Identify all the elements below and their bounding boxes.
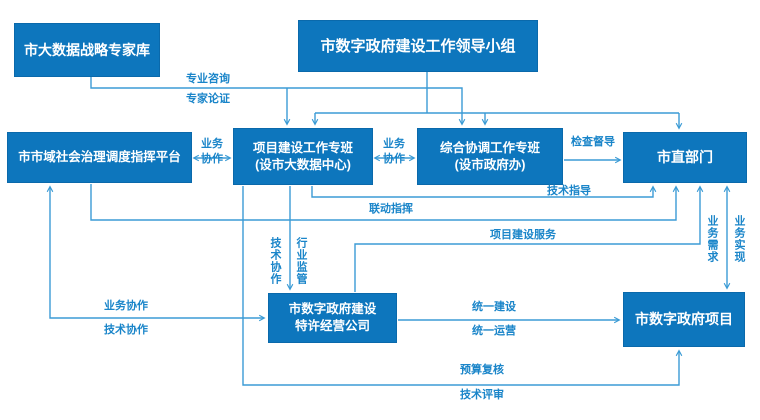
edge-label-budget-review: 预算复核: [460, 364, 504, 376]
node-project-team: 项目建设工作专班 (设市大数据中心): [233, 128, 373, 185]
edge-label-technical-evaluation: 技术评审: [460, 389, 504, 401]
edge-label-inspection-supervision: 检查督导: [571, 136, 615, 148]
node-coordination-team: 综合协调工作专班 (设市政府办): [417, 128, 563, 185]
edge-label-business-realization: 业务实现: [733, 215, 745, 263]
node-expert-pool: 市大数据战略专家库: [14, 23, 160, 77]
connector-paths: [46, 72, 731, 386]
node-governance-platform: 市市域社会治理调度指挥平台: [7, 132, 192, 183]
edge-label-linkage-command: 联动指挥: [369, 203, 413, 215]
edge-label-technical-coop-vertical: 技术协作: [269, 237, 281, 285]
edge-label-business-coop-bottom: 业务协作: [104, 300, 148, 312]
edge-label-expert-review: 专家论证: [186, 93, 230, 105]
edge-label-biz-coop-right: 业务 协作: [383, 138, 405, 165]
edge-label-industry-regulation: 行业监管: [295, 237, 307, 285]
edge-label-technical-guidance: 技术指导: [547, 185, 591, 197]
edge-label-business-demand: 业务需求: [706, 215, 718, 263]
node-gov-projects: 市数字政府项目: [623, 292, 745, 347]
edge-label-biz-coop-left: 业务 协作: [201, 138, 223, 165]
node-leading-group: 市数字政府建设工作领导小组: [298, 20, 538, 72]
edge-label-technical-coop-bottom: 技术协作: [104, 324, 148, 336]
edge-label-unified-operation: 统一运营: [472, 325, 516, 337]
node-municipal-departments: 市直部门: [623, 132, 747, 183]
edge-label-unified-construction: 统一建设: [472, 301, 516, 313]
edge-label-project-construction-service: 项目建设服务: [490, 229, 556, 241]
node-franchise-company: 市数字政府建设 特许经营公司: [268, 293, 397, 343]
edge-label-professional-consult: 专业咨询: [186, 73, 230, 85]
